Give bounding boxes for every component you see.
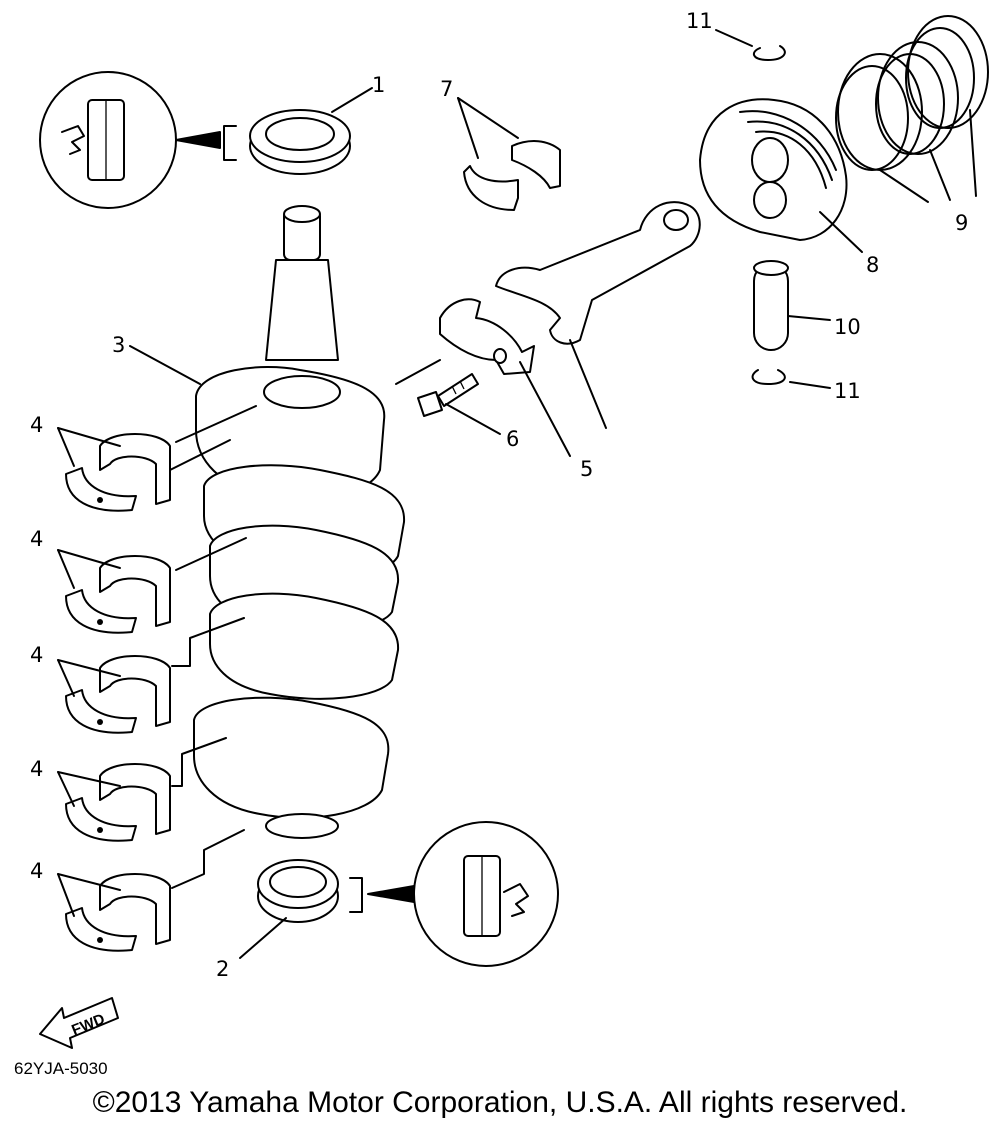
callout-4-third: 4 — [30, 643, 43, 667]
callout-11-bottom: 11 — [834, 379, 861, 403]
connecting-rod-part-5 — [439, 201, 701, 457]
callout-5: 5 — [580, 457, 593, 481]
callout-3: 3 — [112, 333, 125, 357]
callout-8: 8 — [866, 253, 879, 277]
oil-seal-part-2 — [239, 859, 363, 959]
bearing-part-7 — [457, 97, 561, 211]
oil-seal-detail-top — [39, 71, 237, 209]
callout-2: 2 — [216, 957, 229, 981]
callout-11-top: 11 — [686, 9, 713, 33]
callout-4-fourth: 4 — [30, 757, 43, 781]
piston-pin-part-10 — [753, 260, 831, 351]
circlip-part-11-bottom — [751, 369, 831, 389]
copyright-notice: ©2013 Yamaha Motor Corporation, U.S.A. A… — [92, 1086, 908, 1119]
callout-7: 7 — [440, 77, 453, 101]
callout-1: 1 — [372, 73, 385, 97]
callout-9: 9 — [955, 211, 968, 235]
forward-direction-arrow: FWD — [39, 997, 119, 1049]
crankshaft-part-3 — [129, 205, 406, 839]
main-bearings-part-4 — [57, 427, 247, 952]
callout-4-fifth: 4 — [30, 859, 43, 883]
piston-rings-part-9 — [835, 15, 989, 203]
callout-10: 10 — [834, 315, 861, 339]
oil-seal-part-1 — [249, 87, 373, 175]
callout-4-second: 4 — [30, 527, 43, 551]
oil-seal-detail-bottom — [367, 821, 559, 967]
piston-part-8 — [699, 98, 863, 253]
callout-4-first: 4 — [30, 413, 43, 437]
figure-code: 62YJA-5030 — [14, 1059, 108, 1078]
callout-6: 6 — [506, 427, 519, 451]
bolt-part-6 — [395, 359, 501, 435]
circlip-part-11-top — [715, 29, 786, 61]
